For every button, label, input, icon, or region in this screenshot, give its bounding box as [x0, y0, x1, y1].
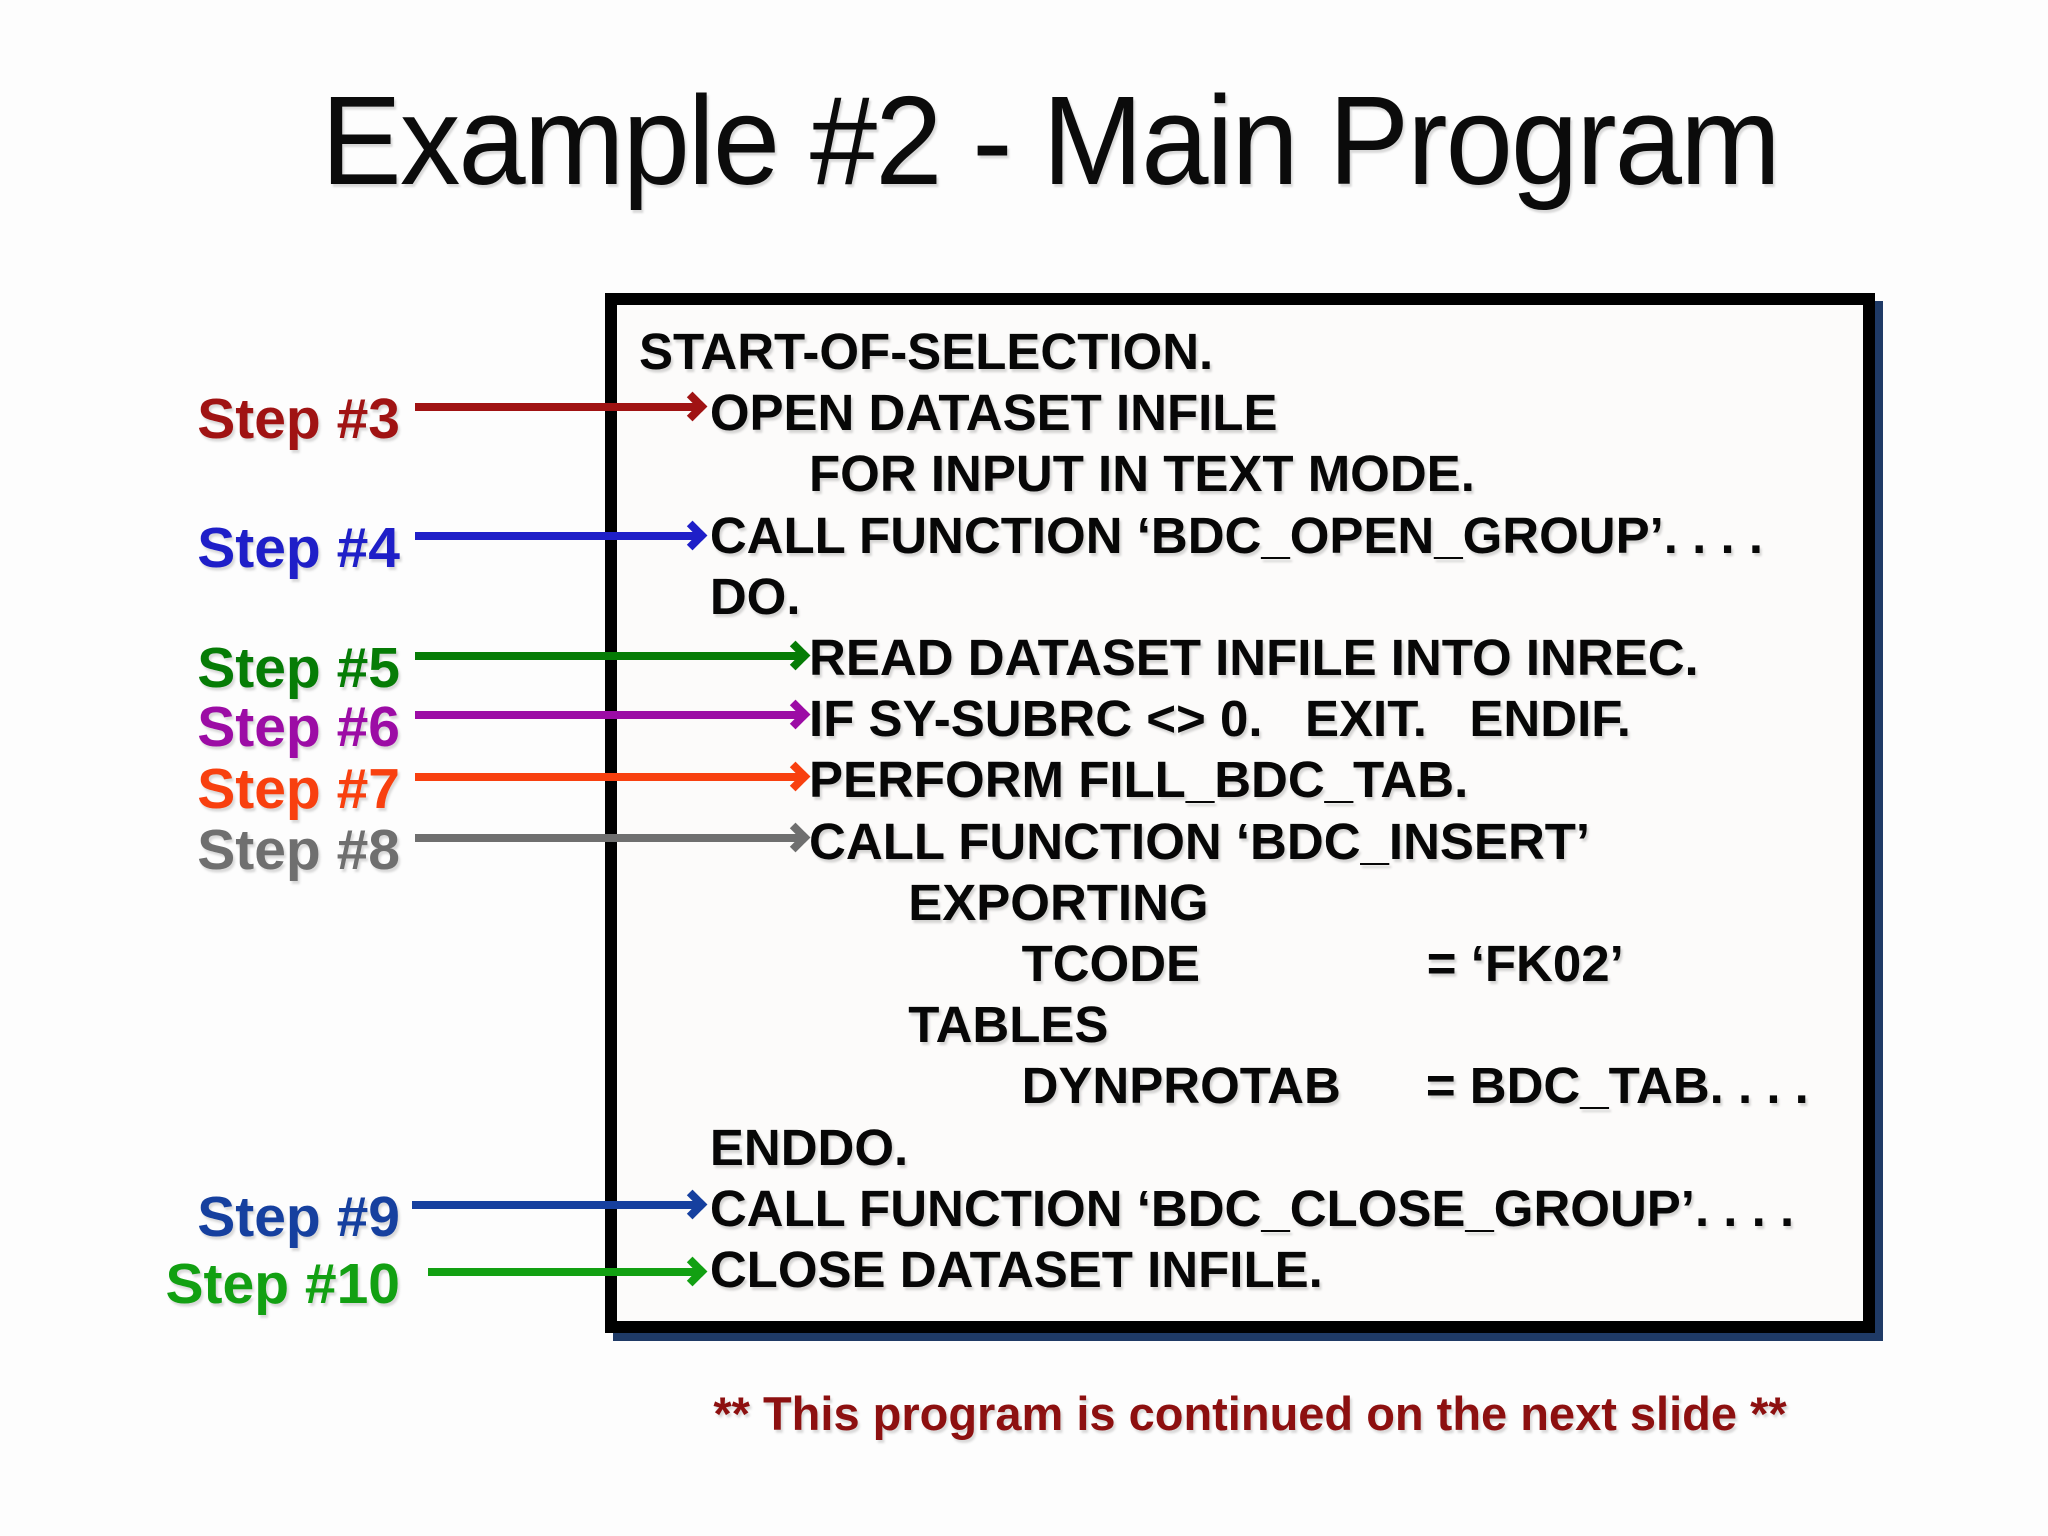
arrow-head-icon — [780, 822, 811, 853]
arrow-head-icon — [780, 761, 811, 792]
step-arrow-5 — [415, 640, 811, 671]
arrow-shaft — [415, 532, 697, 540]
code-line: TCODE = ‘FK02’ — [639, 935, 1624, 993]
arrow-shaft — [415, 403, 697, 411]
arrow-shaft — [415, 773, 800, 781]
code-listing: START-OF-SELECTION. OPEN DATASET INFILE … — [617, 305, 1863, 1300]
step-label-10: Step #10 — [165, 1252, 400, 1316]
code-line: FOR INPUT IN TEXT MODE. — [639, 445, 1475, 503]
arrow-shaft — [415, 834, 800, 842]
code-line: PERFORM FILL_BDC_TAB. — [639, 751, 1469, 809]
arrow-shaft — [415, 652, 800, 660]
step-label-3: Step #3 — [197, 387, 400, 451]
code-line: READ DATASET INFILE INTO INREC. — [639, 629, 1699, 687]
arrow-head-icon — [677, 520, 708, 551]
footer-note: ** This program is continued on the next… — [713, 1387, 1787, 1440]
arrow-shaft — [415, 711, 800, 719]
code-line: CALL FUNCTION ‘BDC_OPEN_GROUP’. . . . — [639, 506, 1763, 564]
step-arrow-9 — [412, 1189, 708, 1220]
code-box: START-OF-SELECTION. OPEN DATASET INFILE … — [605, 293, 1875, 1333]
code-line: CALL FUNCTION ‘BDC_INSERT’ — [639, 812, 1591, 870]
step-label-6: Step #6 — [197, 695, 400, 759]
step-arrow-8 — [415, 822, 811, 853]
arrow-head-icon — [677, 391, 708, 422]
step-label-4: Step #4 — [197, 516, 400, 580]
code-line: OPEN DATASET INFILE — [639, 384, 1278, 442]
step-label-7: Step #7 — [197, 757, 400, 821]
code-line: ENDDO. — [639, 1118, 909, 1176]
step-arrow-6 — [415, 699, 811, 730]
code-line: START-OF-SELECTION. — [639, 323, 1214, 380]
code-line: IF SY-SUBRC <> 0. EXIT. ENDIF. — [639, 690, 1631, 748]
arrow-head-icon — [780, 699, 811, 730]
step-label-5: Step #5 — [197, 636, 400, 700]
arrow-head-icon — [677, 1256, 708, 1287]
step-arrow-7 — [415, 761, 811, 792]
arrow-shaft — [428, 1268, 697, 1276]
arrow-head-icon — [780, 640, 811, 671]
step-label-8: Step #8 — [197, 818, 400, 882]
step-arrow-3 — [415, 391, 708, 422]
code-line: DO. — [639, 567, 801, 625]
step-arrow-4 — [415, 520, 708, 551]
code-line: DYNPROTAB = BDC_TAB. . . . — [639, 1057, 1809, 1115]
arrow-shaft — [412, 1201, 697, 1209]
code-line: CLOSE DATASET INFILE. — [639, 1241, 1323, 1299]
step-label-9: Step #9 — [197, 1185, 400, 1249]
arrow-head-icon — [677, 1189, 708, 1220]
step-arrow-10 — [428, 1256, 708, 1287]
code-line: EXPORTING — [639, 873, 1209, 931]
code-line: CALL FUNCTION ‘BDC_CLOSE_GROUP’. . . . — [639, 1179, 1795, 1237]
slide-title: Example #2 - Main Program — [321, 70, 1781, 211]
code-line: TABLES — [639, 996, 1109, 1054]
